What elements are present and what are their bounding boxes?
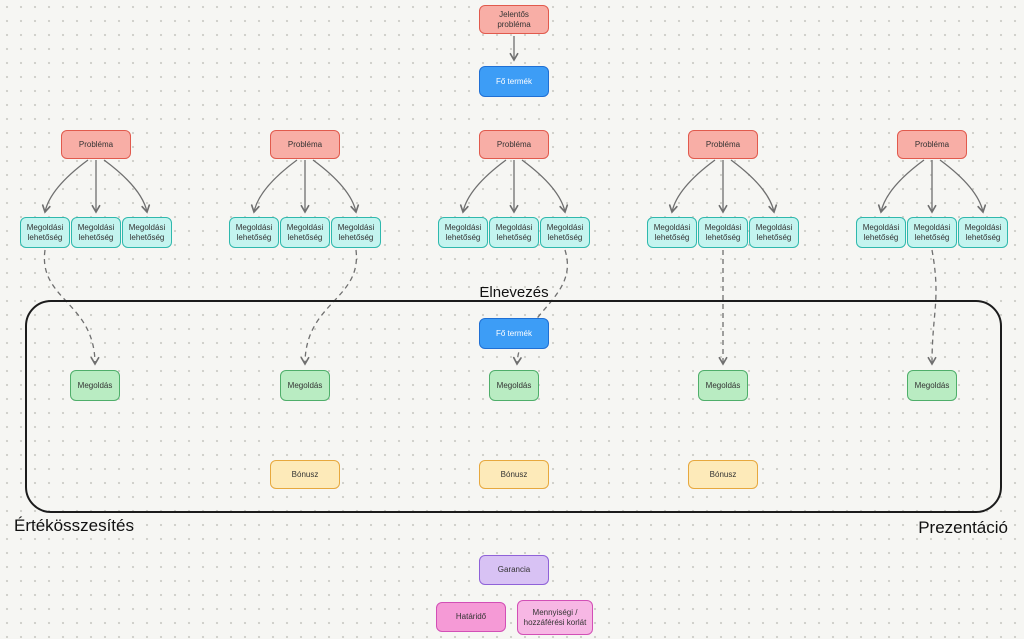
arrow-p5-right[interactable]: [939, 159, 987, 214]
node-fo-termek-inner[interactable]: Fő termék: [479, 318, 549, 349]
arrow-p3-left[interactable]: [459, 159, 507, 214]
node-megoldasi-5c[interactable]: Megoldási lehetőség: [958, 217, 1008, 248]
node-megoldasi-1b[interactable]: Megoldási lehetőség: [71, 217, 121, 248]
node-megoldas-2[interactable]: Megoldás: [280, 370, 330, 401]
node-megoldas-4[interactable]: Megoldás: [698, 370, 748, 401]
node-megoldas-5[interactable]: Megoldás: [907, 370, 957, 401]
node-megoldasi-3b[interactable]: Megoldási lehetőség: [489, 217, 539, 248]
node-megoldasi-4c[interactable]: Megoldási lehetőség: [749, 217, 799, 248]
frame-value-summary[interactable]: [25, 300, 1002, 513]
node-megoldasi-2b[interactable]: Megoldási lehetőség: [280, 217, 330, 248]
node-megoldasi-5b[interactable]: Megoldási lehetőség: [907, 217, 957, 248]
node-megoldasi-2a[interactable]: Megoldási lehetőség: [229, 217, 279, 248]
node-problema-4[interactable]: Probléma: [688, 130, 758, 159]
node-megoldasi-1c[interactable]: Megoldási lehetőség: [122, 217, 172, 248]
node-problema-5[interactable]: Probléma: [897, 130, 967, 159]
arrow-p4-left[interactable]: [668, 159, 716, 214]
node-garancia[interactable]: Garancia: [479, 555, 549, 585]
node-hatarido[interactable]: Határidő: [436, 602, 506, 632]
label-elnevezes[interactable]: Elnevezés: [479, 284, 549, 301]
label-ertekosszesites[interactable]: Értékösszesítés: [14, 516, 134, 535]
label-prezentacio[interactable]: Prezentáció: [918, 518, 1008, 537]
node-megoldasi-2c[interactable]: Megoldási lehetőség: [331, 217, 381, 248]
node-bonusz-2[interactable]: Bónusz: [479, 460, 549, 489]
arrow-p1-left[interactable]: [41, 159, 89, 214]
node-problema-2[interactable]: Probléma: [270, 130, 340, 159]
node-megoldasi-4a[interactable]: Megoldási lehetőség: [647, 217, 697, 248]
node-fo-termek-top[interactable]: Fő termék: [479, 66, 549, 97]
node-megoldasi-1a[interactable]: Megoldási lehetőség: [20, 217, 70, 248]
arrow-p3-right[interactable]: [521, 159, 569, 214]
arrow-p1-right[interactable]: [103, 159, 151, 214]
node-bonusz-3[interactable]: Bónusz: [688, 460, 758, 489]
node-problema-1[interactable]: Probléma: [61, 130, 131, 159]
node-megoldas-3[interactable]: Megoldás: [489, 370, 539, 401]
arrow-p4-right[interactable]: [730, 159, 778, 214]
node-jelentos-problema[interactable]: Jelentős probléma: [479, 5, 549, 34]
arrow-p2-right[interactable]: [312, 159, 360, 214]
node-megoldasi-3c[interactable]: Megoldási lehetőség: [540, 217, 590, 248]
node-megoldasi-4b[interactable]: Megoldási lehetőség: [698, 217, 748, 248]
node-megoldasi-3a[interactable]: Megoldási lehetőség: [438, 217, 488, 248]
node-megoldasi-5a[interactable]: Megoldási lehetőség: [856, 217, 906, 248]
node-bonusz-1[interactable]: Bónusz: [270, 460, 340, 489]
arrow-p5-left[interactable]: [877, 159, 925, 214]
node-mennyisegi-korlat[interactable]: Mennyiségi / hozzáférési korlát: [517, 600, 593, 635]
node-megoldas-1[interactable]: Megoldás: [70, 370, 120, 401]
arrow-p2-left[interactable]: [250, 159, 298, 214]
node-problema-3[interactable]: Probléma: [479, 130, 549, 159]
